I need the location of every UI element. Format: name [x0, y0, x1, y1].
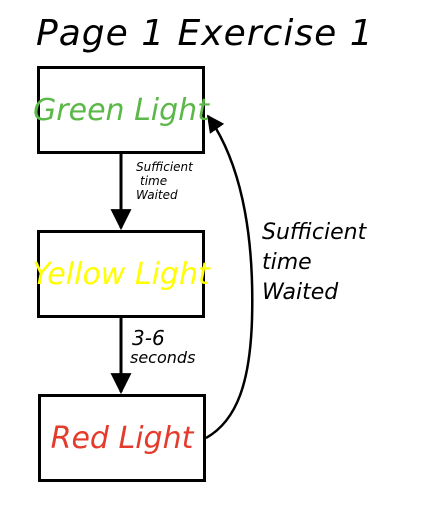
label-line: Waited: [262, 280, 339, 305]
label-line: seconds: [130, 348, 196, 367]
state-red-label: Red Light: [50, 420, 194, 456]
label-line: Sufficient: [262, 220, 367, 245]
label-line: 3-6: [132, 326, 165, 350]
label-line: time: [262, 250, 312, 275]
state-yellow-light: Yellow Light: [32, 230, 210, 318]
state-red-light: Red Light: [38, 394, 206, 482]
transition-label-red-to-green: Sufficient time Waited: [262, 218, 366, 308]
state-green-label: Green Light: [33, 92, 209, 128]
state-green-light: Green Light: [33, 66, 209, 154]
label-line: Sufficient: [136, 160, 193, 174]
state-yellow-label: Yellow Light: [32, 256, 210, 292]
page-title: Page 1 Exercise 1: [36, 13, 374, 54]
label-line: time: [140, 174, 168, 188]
arrow-red-to-green: [205, 114, 254, 440]
transition-label-green-to-yellow: Sufficient time Waited: [136, 160, 193, 202]
transition-label-yellow-to-red: 3-6 seconds: [130, 328, 195, 368]
label-line: Waited: [136, 188, 178, 202]
